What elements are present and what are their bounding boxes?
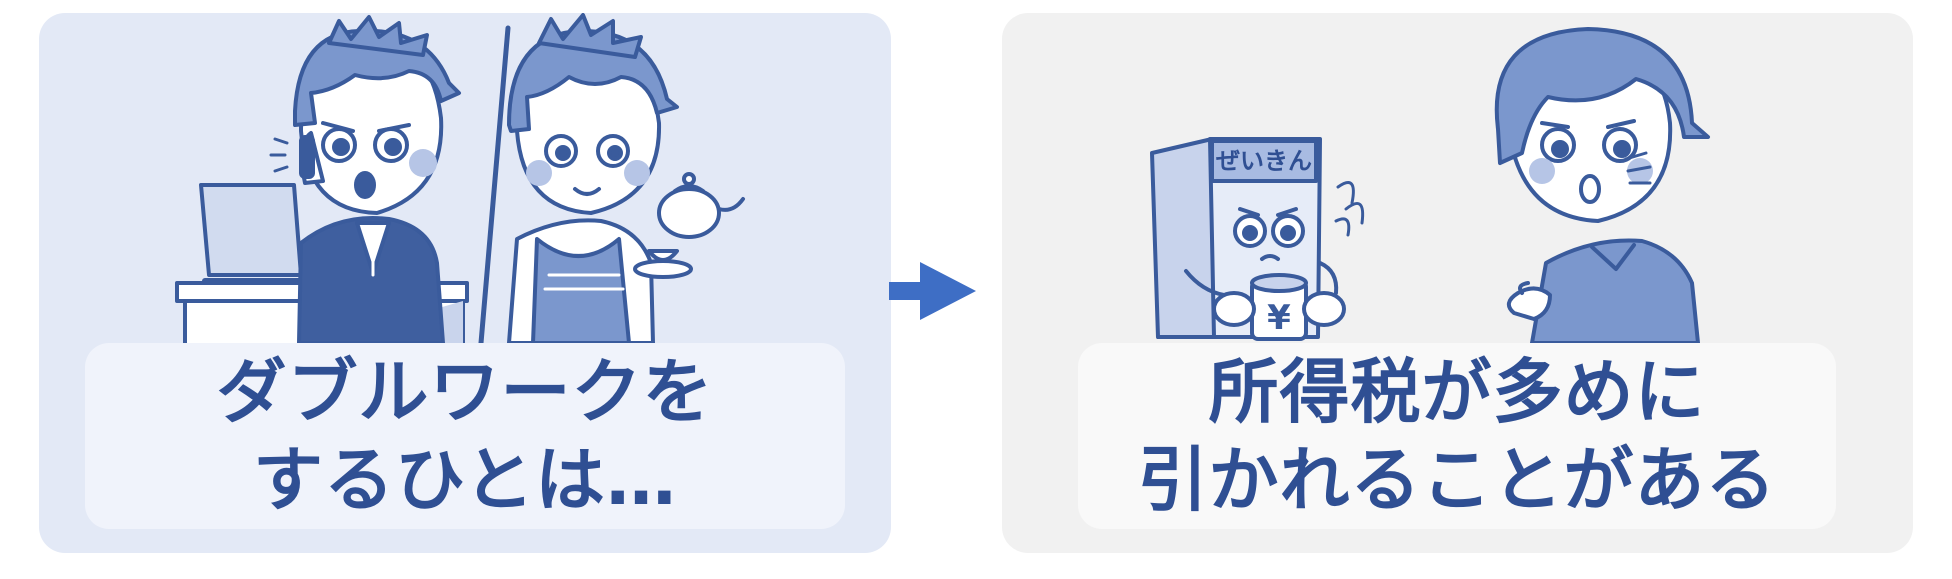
tax-box-character: ぜいきん ¥ [1150,137,1365,341]
panel-double-work: ダブルワークを するひとは… [39,13,891,553]
office-worker-figure [269,15,461,343]
caption-box-right: 所得税が多めに 引かれることがある [1078,343,1836,529]
arrow-right-icon [889,262,976,320]
worried-woman-figure [1494,27,1710,343]
caption-line: 所得税が多めに [1208,351,1706,433]
double-work-illustration [175,13,745,343]
caption-line: ダブルワークを [216,351,714,433]
tax-illustration: ぜいきん ¥ [1150,27,1710,343]
caption-line: 引かれることがある [1137,439,1777,521]
cafe-worker-figure [507,13,745,343]
caption-line: するひとは… [253,439,677,521]
caption-box-left: ダブルワークを するひとは… [85,343,845,529]
tax-box-label: ぜいきん [1216,147,1312,175]
panel-income-tax: ぜいきん ¥ [1002,13,1913,553]
yen-symbol: ¥ [1267,298,1291,338]
